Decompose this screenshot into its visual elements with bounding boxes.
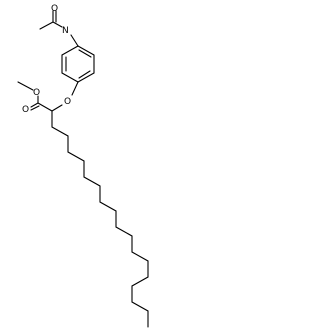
atom-label-ester-carbonyl-oxygen: O xyxy=(22,105,29,115)
ring-inner-bond-a xyxy=(78,49,92,58)
ether-alpha-carbon-bond xyxy=(51,104,63,112)
alpha-carbon-ester-carbon-bond xyxy=(37,102,53,112)
molecule-structure: O N O O O xyxy=(17,4,149,328)
n-aryl-bond xyxy=(70,34,79,47)
ring-bond-1 xyxy=(77,45,95,56)
aryl-ether-bond xyxy=(71,81,79,96)
ring-bond-6 xyxy=(61,45,79,56)
alkyl-chain xyxy=(51,110,149,328)
ring-bond-3 xyxy=(77,72,95,83)
amide-c-n-bond xyxy=(52,21,63,28)
ring-inner-bond-b xyxy=(78,70,91,79)
ring-bond-4 xyxy=(61,72,79,83)
acetamide-group xyxy=(39,10,79,47)
methyl-ester-group xyxy=(17,81,53,112)
atom-label-ester-alkoxy-oxygen: O xyxy=(33,88,40,98)
acetyl-methyl-bond xyxy=(39,21,54,30)
benzene-ring xyxy=(61,45,95,83)
ester-carbonyl-double-bond-a xyxy=(30,102,39,108)
atom-label-ether-oxygen: O xyxy=(64,97,71,107)
ester-carbonyl-double-bond-b xyxy=(30,105,40,111)
atom-label-amide-nitrogen: N xyxy=(62,26,69,36)
atom-label-acyl-oxygen: O xyxy=(51,4,58,14)
methoxy-bond xyxy=(17,81,34,91)
